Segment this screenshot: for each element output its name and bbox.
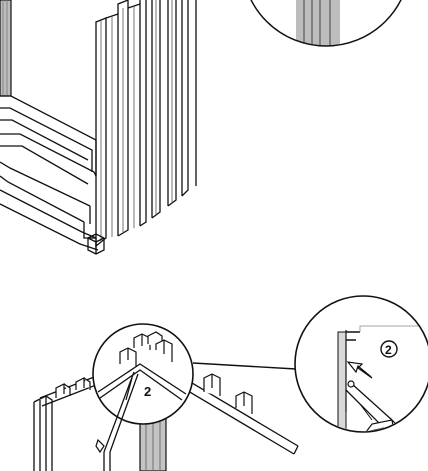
bottom-left-post bbox=[33, 395, 53, 471]
step-number-circle bbox=[380, 340, 398, 358]
detail-callout-circle-bottom: 2 bbox=[294, 295, 428, 433]
left-rail-tabs bbox=[55, 377, 91, 398]
callout-leader-line bbox=[192, 362, 297, 370]
ribbed-panel-assembly bbox=[87, 0, 197, 255]
top-panel-figure bbox=[0, 0, 402, 255]
left-post bbox=[0, 0, 12, 97]
corner-magnify-circle: 2 bbox=[92, 323, 194, 471]
base-tray-frame bbox=[0, 95, 99, 251]
detail-callout-circle-top bbox=[250, 0, 402, 47]
bottom-panel-figure: 2 bbox=[33, 295, 428, 471]
step-number-main: 2 bbox=[144, 384, 151, 399]
step-number-detail: 2 bbox=[385, 343, 392, 357]
right-rail-tabs bbox=[203, 373, 253, 414]
